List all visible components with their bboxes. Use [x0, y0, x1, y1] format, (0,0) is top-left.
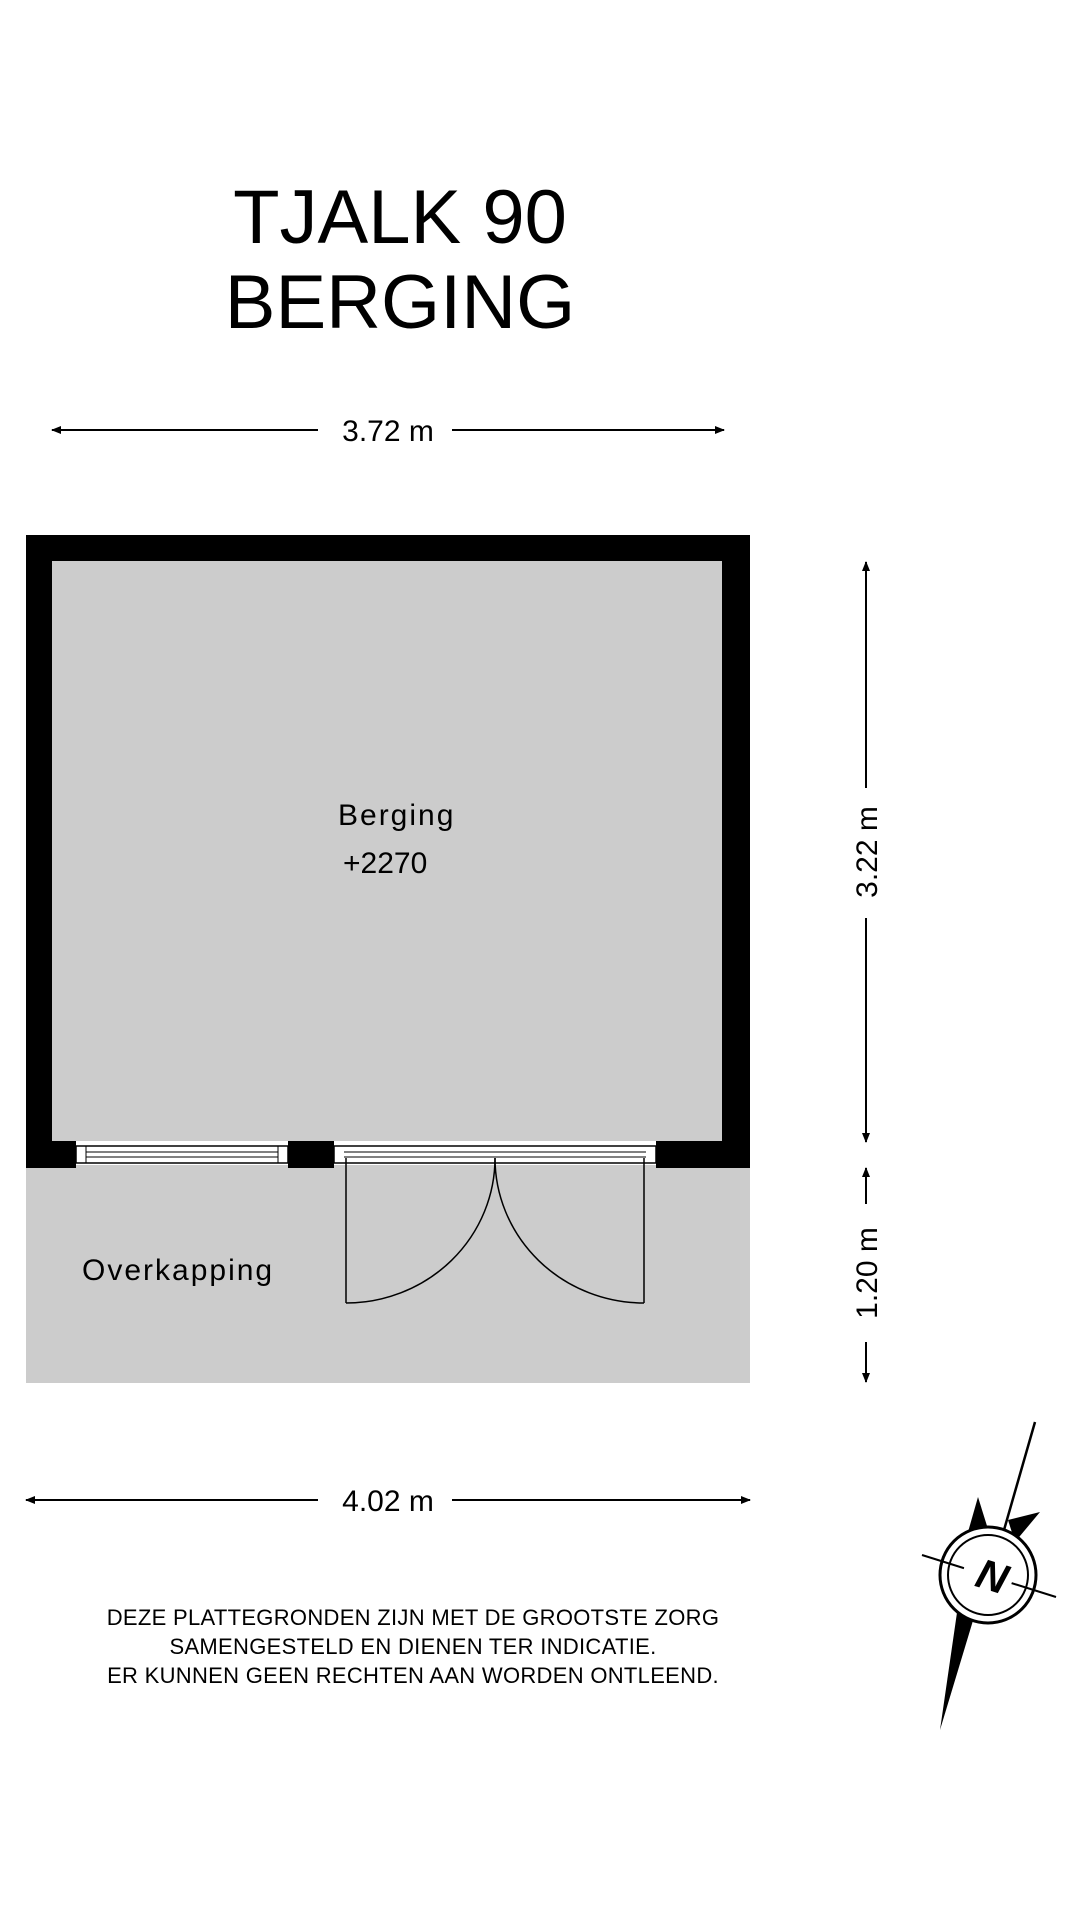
- plan-title-line1: TJALK 90: [233, 175, 567, 260]
- dimension-right-upper: 3.22 m: [851, 561, 884, 1143]
- room-label-berging: Berging: [338, 799, 455, 832]
- overkapping-floor: [26, 1165, 750, 1383]
- disclaimer-line3: ER KUNNEN GEEN RECHTEN AAN WORDEN ONTLEE…: [107, 1663, 719, 1688]
- dimension-bottom-width: 4.02 m: [25, 1485, 751, 1518]
- dimension-top-width-label: 3.72 m: [342, 415, 434, 448]
- dimension-bottom-width-label: 4.02 m: [342, 1485, 434, 1518]
- disclaimer-line2: SAMENGESTELD EN DIENEN TER INDICATIE.: [169, 1634, 657, 1659]
- walls: [26, 535, 750, 1168]
- dimension-right-lower: 1.20 m: [851, 1167, 884, 1383]
- plan-title-line2: BERGING: [224, 260, 576, 345]
- dimension-right-upper-label: 3.22 m: [851, 806, 884, 898]
- compass-north-icon: N: [921, 1421, 1057, 1730]
- room-label-overkapping: Overkapping: [82, 1254, 274, 1287]
- dimension-top-width: 3.72 m: [51, 415, 725, 448]
- double-door: [333, 1145, 657, 1304]
- room-level-berging: +2270: [343, 847, 427, 880]
- window-left: [75, 1145, 289, 1164]
- disclaimer-line1: DEZE PLATTEGRONDEN ZIJN MET DE GROOTSTE …: [106, 1605, 720, 1630]
- disclaimer: DEZE PLATTEGRONDEN ZIJN MET DE GROOTSTE …: [0, 1603, 826, 1690]
- dimension-right-lower-label: 1.20 m: [851, 1227, 884, 1319]
- berging-floor: [52, 561, 722, 1141]
